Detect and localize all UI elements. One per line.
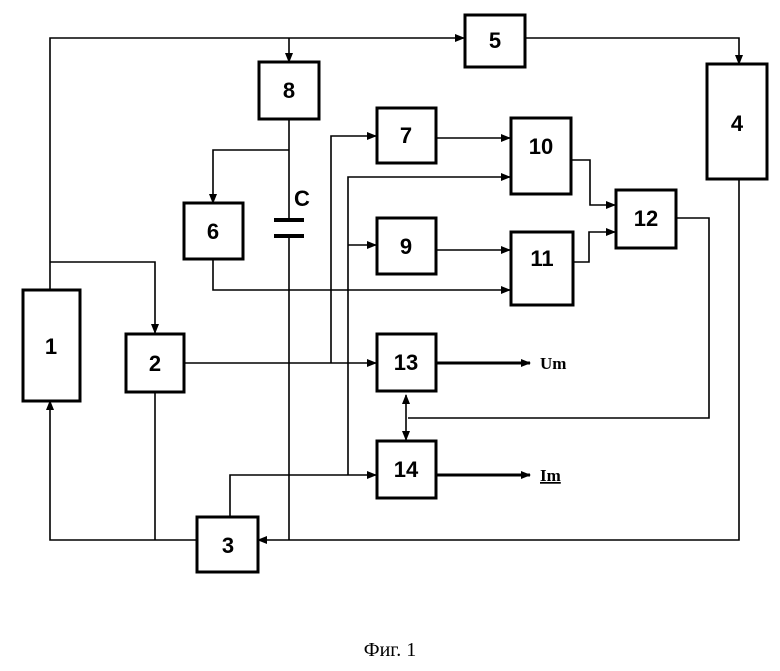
block-12: 12 (616, 190, 676, 248)
block-6: 6 (184, 203, 243, 259)
block-14-label: 14 (394, 457, 419, 482)
block-11-label: 11 (530, 246, 553, 271)
output-current-label: Im (540, 466, 561, 485)
output-voltage-label: Um (540, 354, 566, 373)
block-1-label: 1 (45, 334, 57, 359)
block-10-label: 10 (529, 134, 553, 159)
block-13-label: 13 (394, 350, 418, 375)
figure-caption: Фиг. 1 (364, 639, 416, 661)
block-7-label: 7 (400, 123, 412, 148)
block-4-label: 4 (731, 111, 744, 136)
block-2: 2 (126, 334, 184, 392)
block-3-label: 3 (222, 533, 234, 558)
block-10: 10 (511, 118, 571, 194)
block-13: 13 (377, 334, 436, 391)
block-2-label: 2 (149, 351, 161, 376)
block-9: 9 (377, 218, 436, 274)
block-7: 7 (377, 108, 436, 163)
block-3: 3 (197, 517, 258, 572)
capacitor: C (274, 186, 310, 236)
block-12-label: 12 (634, 206, 658, 231)
block-9-label: 9 (400, 234, 412, 259)
capacitor-label: C (294, 186, 310, 211)
block-4: 4 (707, 64, 767, 179)
block-11: 11 (511, 232, 573, 305)
block-14: 14 (377, 441, 436, 498)
block-5-label: 5 (489, 28, 501, 53)
block-8-label: 8 (283, 78, 295, 103)
block-6-label: 6 (207, 219, 219, 244)
block-5: 5 (465, 15, 525, 67)
block-1: 1 (23, 290, 80, 401)
block-8: 8 (259, 62, 319, 119)
